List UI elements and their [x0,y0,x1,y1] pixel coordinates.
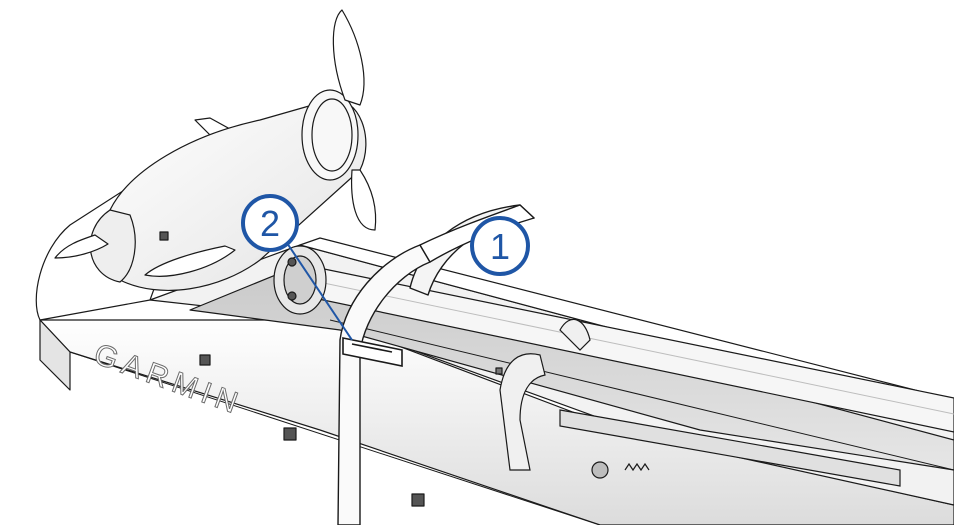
callout-1-label: 1 [490,226,510,267]
callout-2: 2 [241,194,299,252]
motor-unit [54,9,377,291]
callout-2-label: 2 [260,203,280,244]
shaft-collar [273,245,327,315]
release-handle [499,318,901,487]
callout-1: 1 [470,216,530,276]
strap-buckle [342,337,403,367]
callout-leader-line [286,242,353,341]
